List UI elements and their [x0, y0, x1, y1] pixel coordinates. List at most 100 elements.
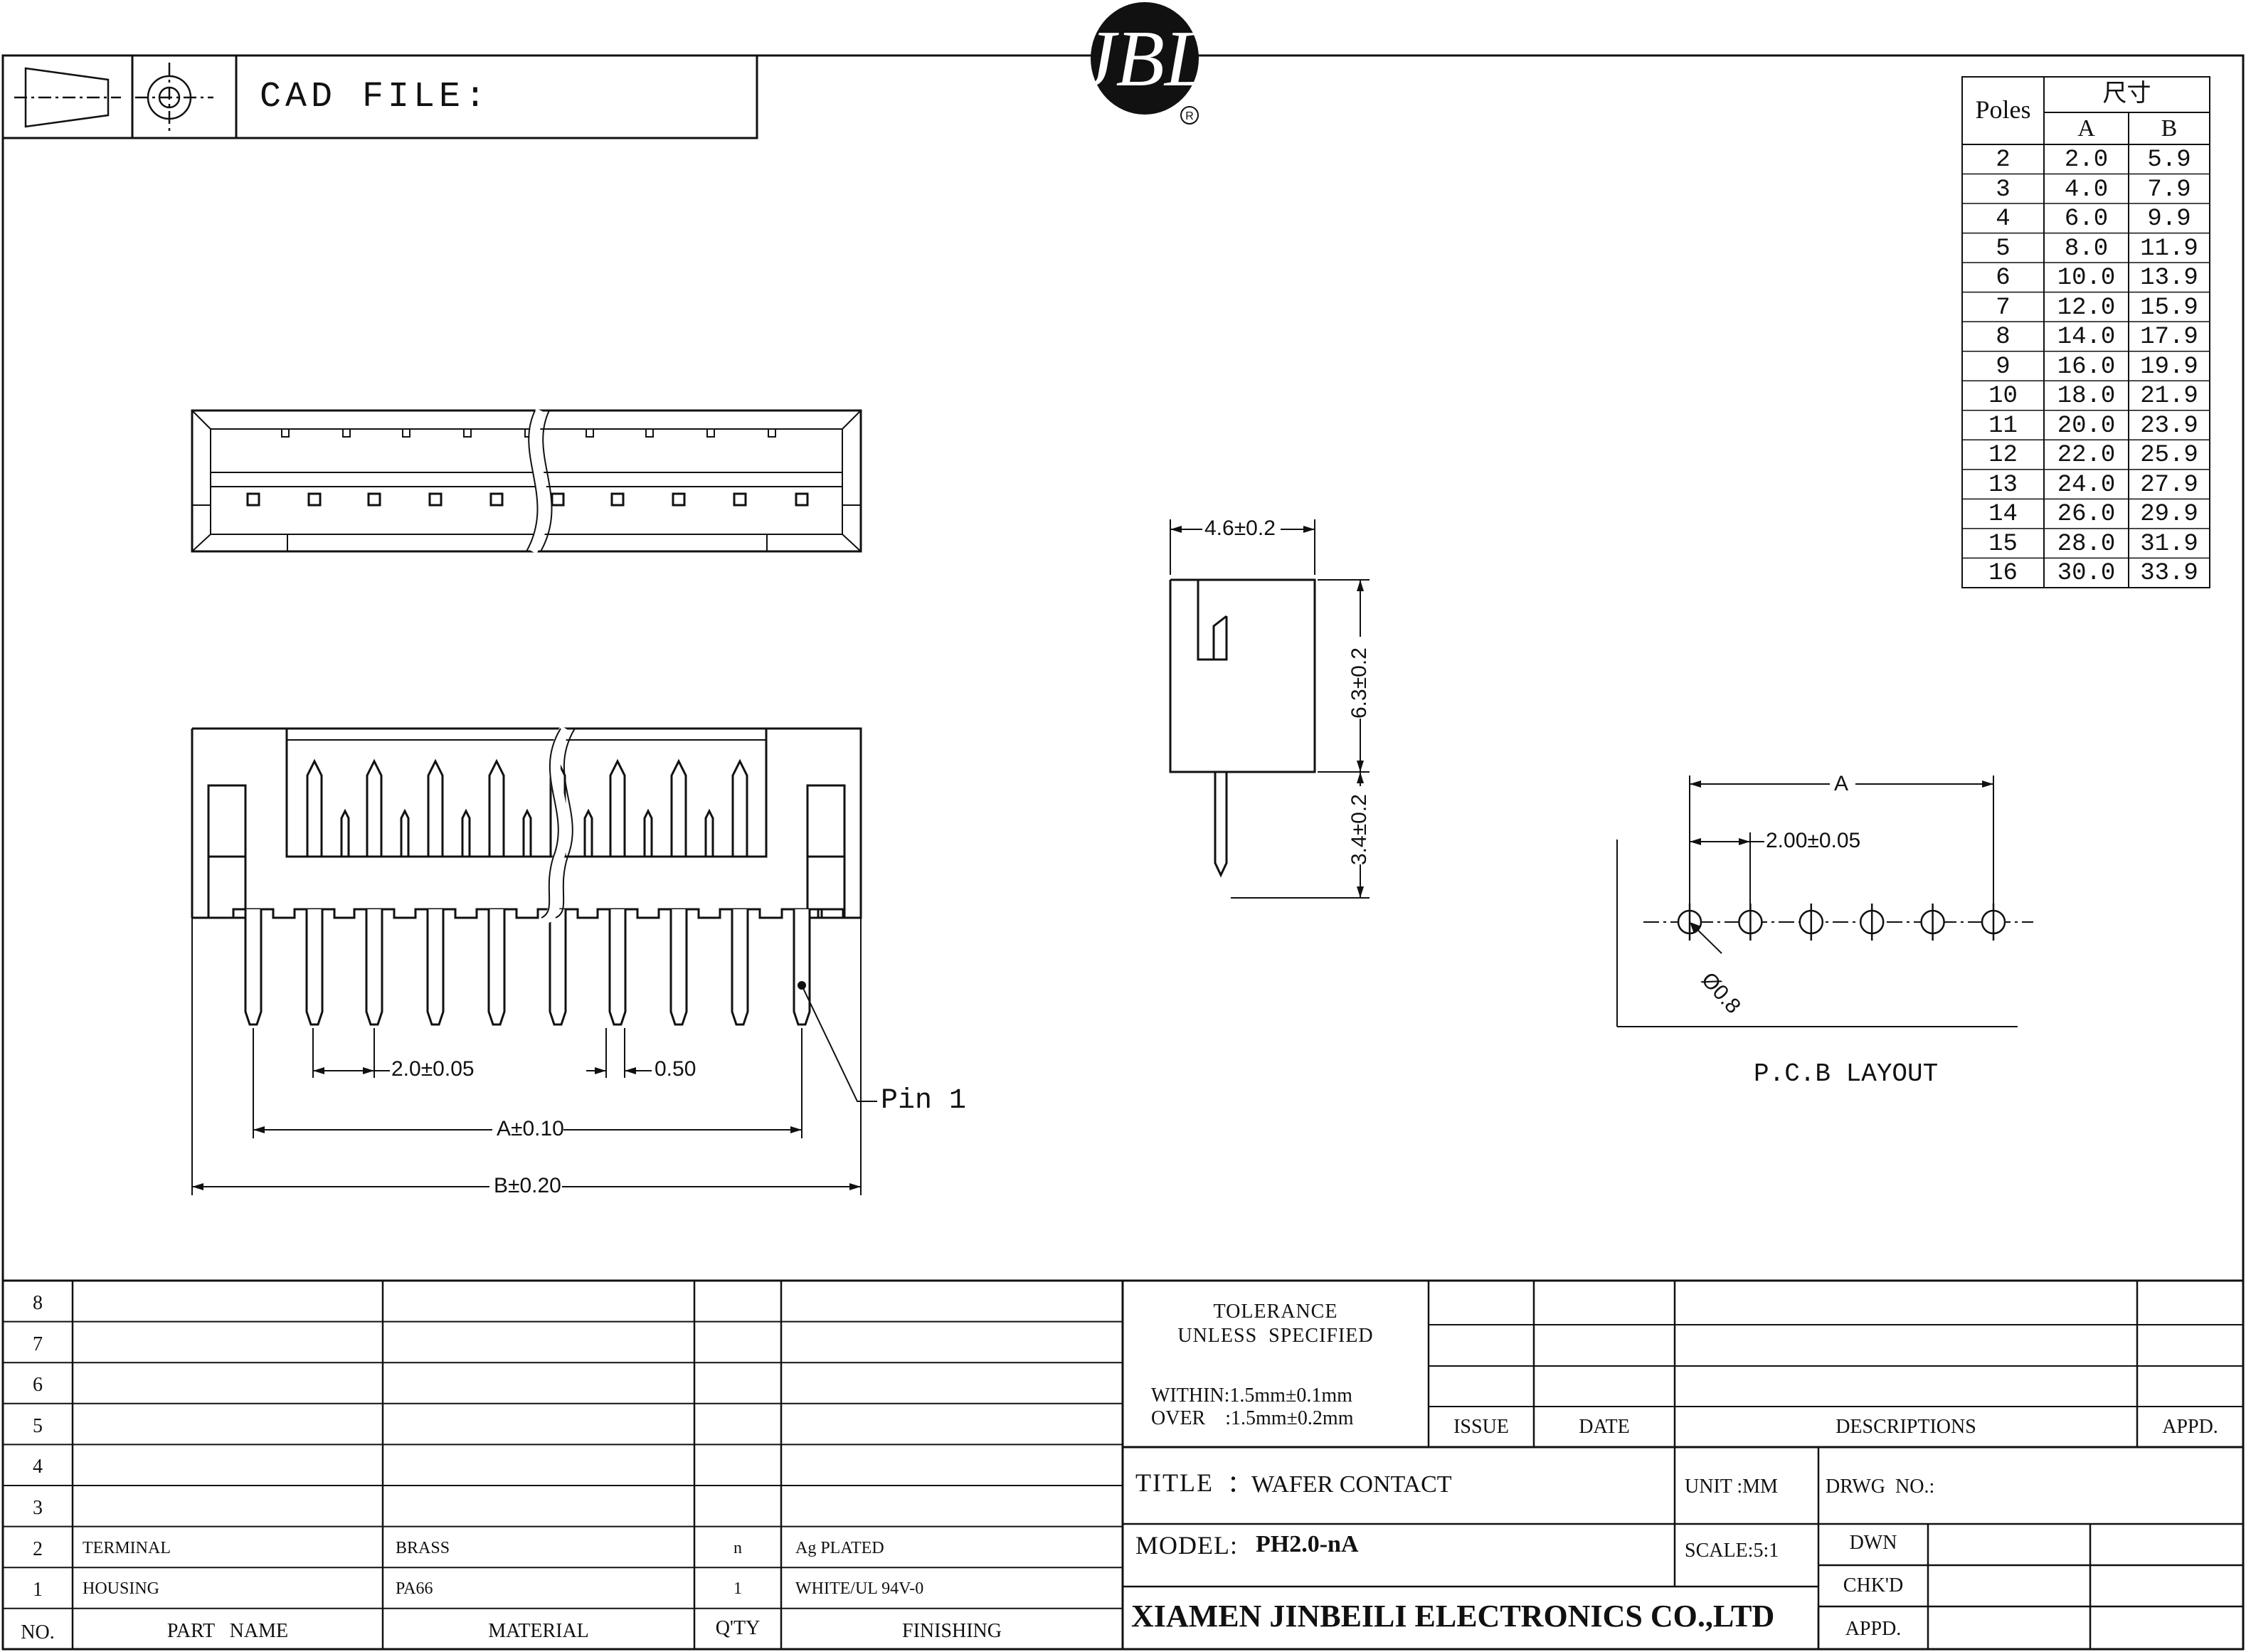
top-slot: [645, 428, 654, 438]
poles-cell: 3: [1996, 176, 2011, 203]
top-pin-square: [672, 492, 686, 507]
side-height-dimension: 6.3±0.2: [1347, 647, 1371, 719]
pin1-leader: [798, 981, 877, 1102]
dim-b-cell: 33.9: [2140, 560, 2198, 588]
top-view-break: [526, 408, 553, 554]
dim-b-cell: 25.9: [2140, 442, 2198, 470]
dim-a-cell: 8.0: [2064, 235, 2109, 263]
col-b-header: B: [2161, 115, 2178, 142]
dim-b-cell: 21.9: [2140, 383, 2198, 411]
bom-header-material: MATERIAL: [488, 1620, 589, 1642]
bom-header-part: PART NAME: [166, 1620, 289, 1642]
pcb-dimension-arrows: [1690, 780, 1993, 933]
dim-b-cell: 27.9: [2140, 471, 2198, 499]
pin1-label: Pin 1: [881, 1085, 967, 1117]
b-dimension: B±0.20: [494, 1174, 561, 1197]
pin-width-dimension: 0.50: [655, 1057, 696, 1081]
size-header: 尺寸: [2102, 80, 2151, 107]
poles-cell: 16: [1988, 560, 2018, 588]
top-slot: [586, 428, 594, 438]
poles-cell: 6: [1996, 265, 2011, 292]
pcb-pitch-dimension: 2.00±0.05: [1766, 829, 1861, 852]
front-dimensions: [191, 918, 862, 1195]
front-pin: [365, 909, 383, 1026]
top-slot: [463, 428, 472, 438]
bom-cell-qty: n: [733, 1538, 742, 1557]
bom-cell-material: BRASS: [396, 1538, 450, 1557]
poles-cell: 11: [1988, 412, 2018, 440]
dim-b-cell: 23.9: [2140, 412, 2198, 440]
front-pin: [731, 909, 749, 1026]
col-a-header: A: [2077, 115, 2095, 142]
poles-cell: 13: [1988, 471, 2018, 499]
pitch-dimension: 2.0±0.05: [391, 1057, 475, 1081]
appd-bottom-label: APPD.: [1845, 1618, 1902, 1640]
bom-cell-no: 4: [33, 1456, 43, 1478]
front-pin: [608, 909, 627, 1026]
company-name: XIAMEN JINBEILI ELECTRONICS CO.,LTD: [1131, 1599, 1775, 1634]
bom-cell-no: 2: [33, 1537, 43, 1560]
poles-cell: 14: [1988, 501, 2018, 529]
pcb-layout-title: P.C.B LAYOUT: [1754, 1059, 1939, 1089]
poles-cell: 2: [1996, 147, 2011, 174]
top-pin-square: [489, 492, 504, 507]
tolerance-label-2: UNLESS SPECIFIED: [1177, 1325, 1374, 1347]
title-label: TITLE: [1135, 1468, 1214, 1497]
title-value: ：WAFER CONTACT: [1227, 1471, 1452, 1498]
front-pin: [305, 909, 324, 1026]
chkd-label: CHK'D: [1843, 1574, 1904, 1597]
contact-short-blade: [340, 808, 350, 857]
bom-header-finishing: FINISHING: [902, 1620, 1002, 1642]
logo-text: JBL: [1081, 15, 1209, 103]
bom-cell-material: PA66: [396, 1579, 433, 1599]
side-pin-dimension: 3.4±0.2: [1347, 794, 1371, 865]
cad-file-label: CAD FILE:: [260, 77, 491, 117]
projection-symbol-icon: [14, 63, 213, 132]
pcb-layout-drawing: [1616, 775, 2033, 1027]
a-dimension: A±0.10: [497, 1117, 564, 1140]
front-bottom-edge: [192, 908, 861, 919]
top-slot: [706, 428, 715, 438]
front-pin: [244, 909, 263, 1026]
front-dimension-arrows: [192, 1067, 861, 1190]
side-dimensions: [1170, 519, 1370, 899]
front-pin: [793, 909, 811, 1026]
dim-b-cell: 15.9: [2140, 294, 2198, 322]
front-pin: [426, 909, 445, 1026]
issue-label: ISSUE: [1453, 1416, 1509, 1438]
top-pin-square: [367, 492, 381, 507]
dim-a-cell: 4.0: [2064, 176, 2109, 203]
dim-a-cell: 20.0: [2057, 412, 2116, 440]
side-dimension-arrows: [1170, 526, 1364, 898]
poles-cell: 10: [1988, 383, 2018, 411]
jbl-logo: JBL R: [1081, 2, 1209, 125]
scale-label: SCALE:5:1: [1685, 1540, 1779, 1562]
header-box: [1, 54, 758, 139]
bom-cell-part: HOUSING: [83, 1579, 159, 1599]
contact-short-blade: [643, 808, 653, 857]
tolerance-over: OVER :1.5mm±0.2mm: [1151, 1407, 1354, 1429]
registered-mark: R: [1185, 110, 1194, 122]
poles-cell: 8: [1996, 324, 2011, 351]
contact-blade: [366, 758, 383, 857]
front-pin: [487, 909, 506, 1026]
contact-short-blade: [522, 808, 532, 857]
dim-b-cell: 7.9: [2147, 176, 2191, 203]
bom-cell-no: 5: [33, 1414, 43, 1437]
top-pin-square: [733, 492, 747, 507]
dim-b-cell: 19.9: [2140, 353, 2198, 381]
appd-top-label: APPD.: [2162, 1416, 2218, 1438]
top-slot: [342, 428, 351, 438]
dim-a-cell: 26.0: [2057, 501, 2116, 529]
dim-b-cell: 9.9: [2147, 206, 2191, 233]
bom-cell-finishing: Ag PLATED: [795, 1538, 884, 1557]
drwg-no-label: DRWG NO.:: [1826, 1476, 1935, 1498]
bom-cell-no: 3: [33, 1497, 43, 1519]
dim-b-cell: 17.9: [2140, 324, 2198, 351]
dim-a-cell: 12.0: [2057, 294, 2116, 322]
top-view: [191, 409, 862, 553]
bom-cell-qty: 1: [733, 1579, 742, 1599]
dim-a-cell: 18.0: [2057, 383, 2116, 411]
dim-a-cell: 10.0: [2057, 265, 2116, 292]
